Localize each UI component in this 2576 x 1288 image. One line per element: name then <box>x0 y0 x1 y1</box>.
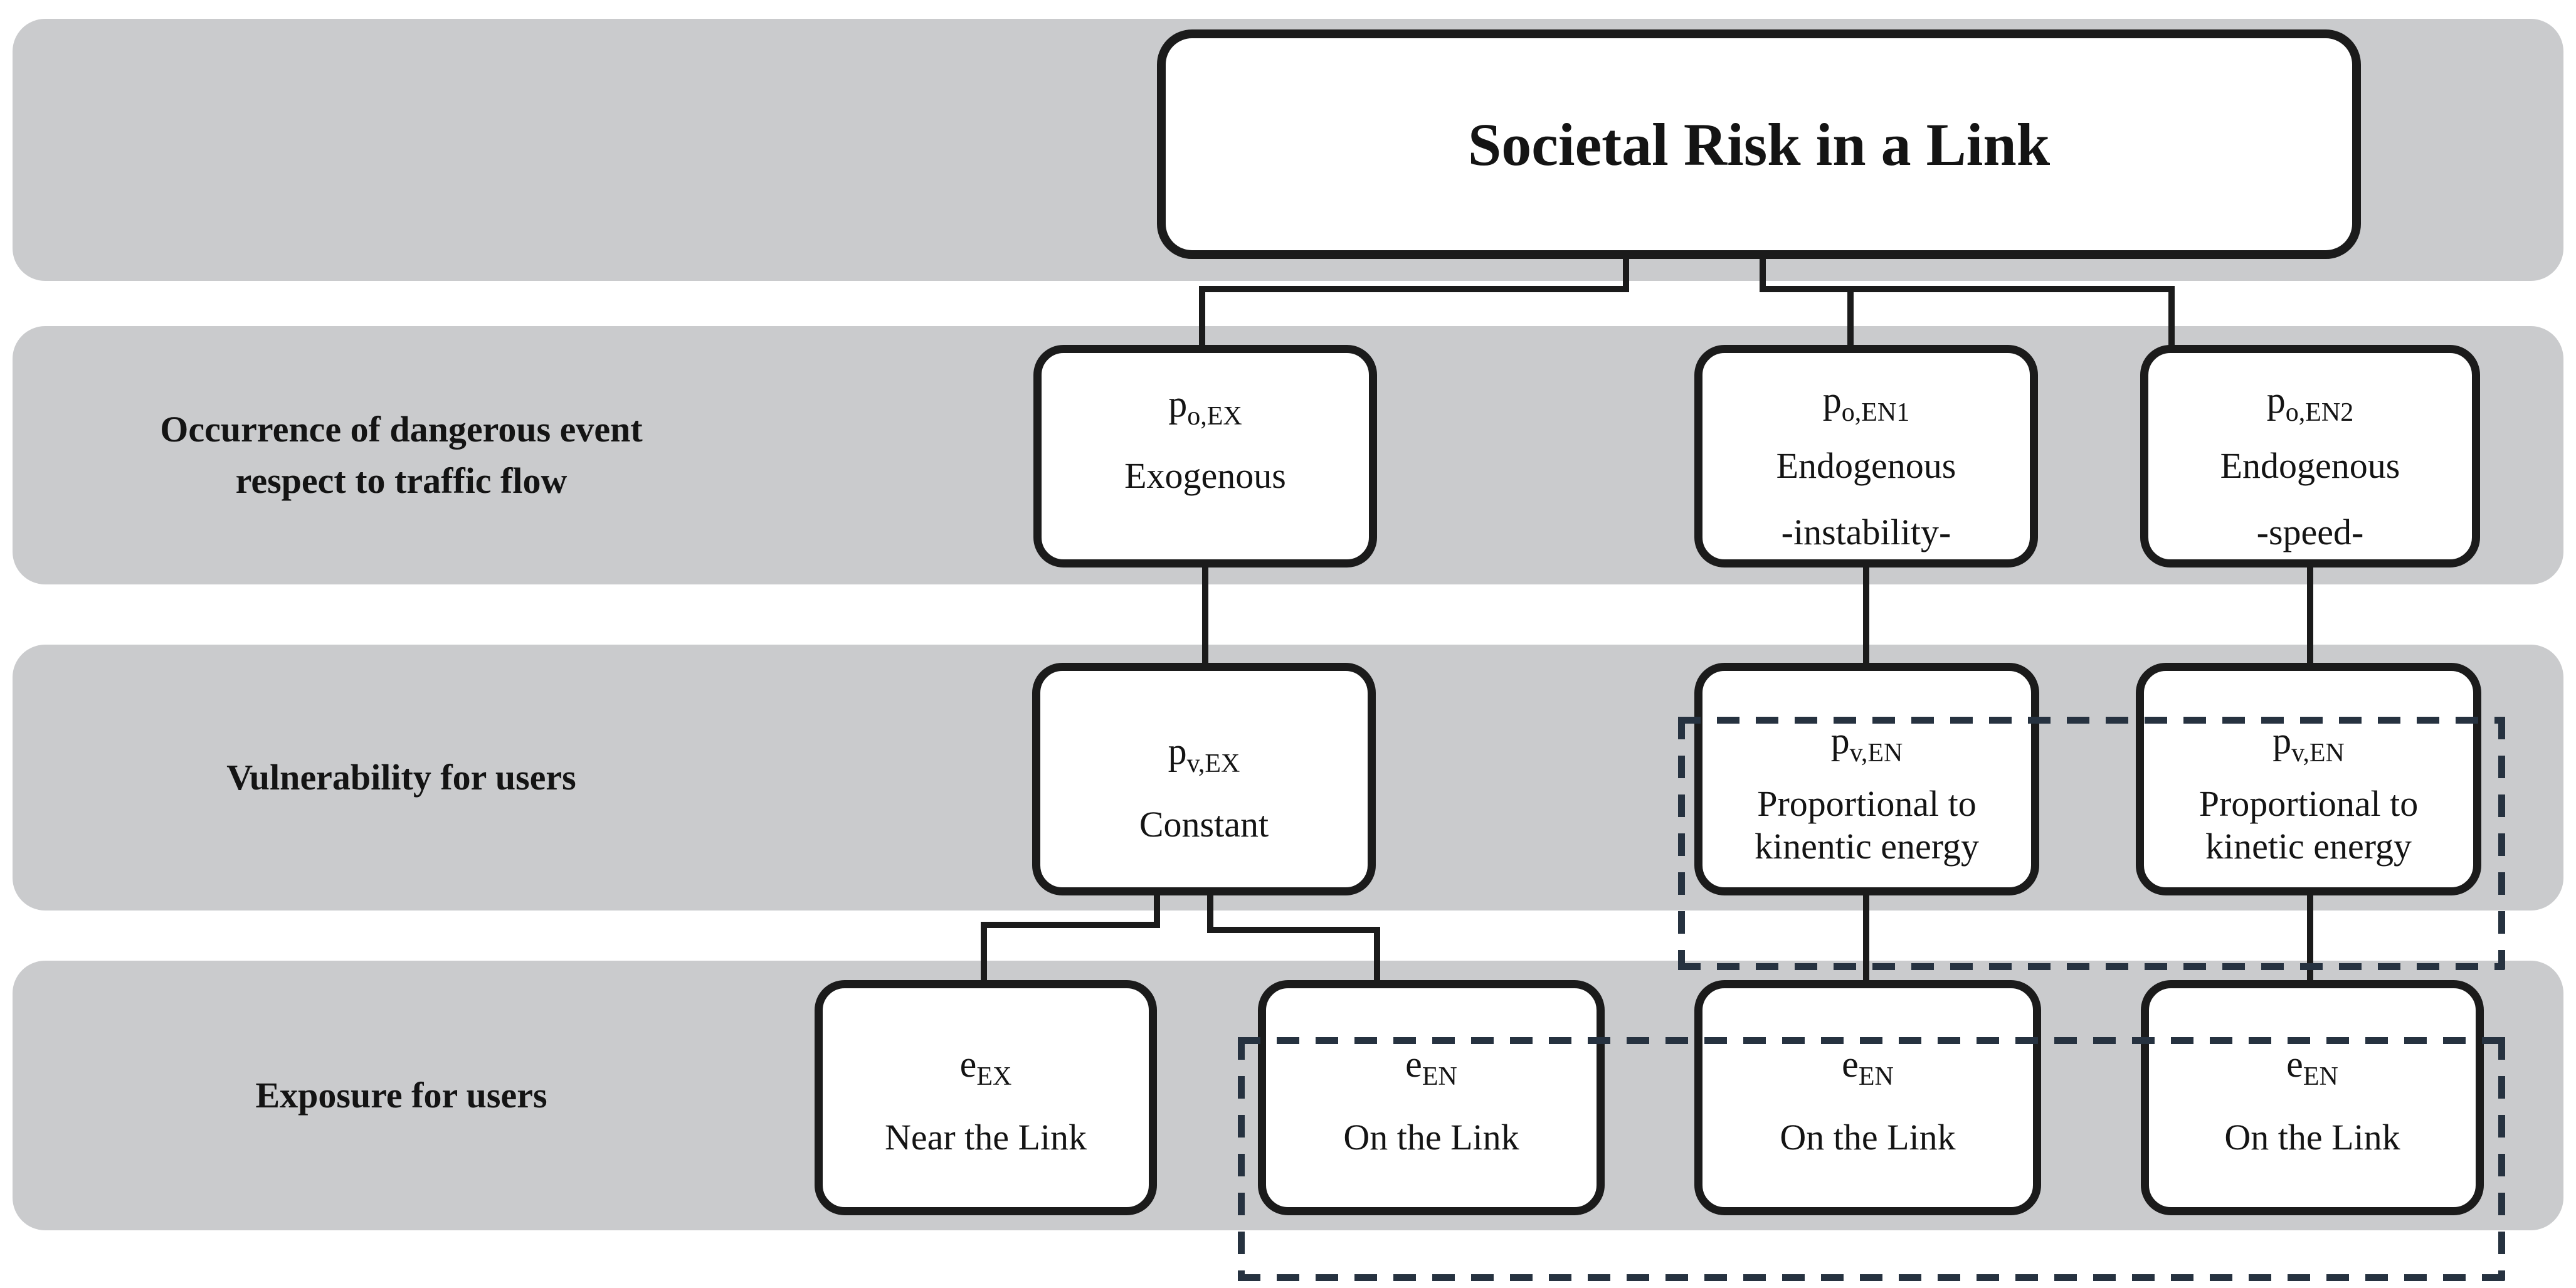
node-occurrence-endogenous-speed: po,EN2 Endogenous -speed- <box>2140 345 2480 567</box>
symbol-e-en-1: eEN <box>1405 1043 1457 1091</box>
row-label-occurrence: Occurrence of dangerous event respect to… <box>13 326 790 584</box>
node-exposure-on-the-link-2: eEN On the Link <box>1694 980 2041 1215</box>
connector-vul-en1-to-exp-en2 <box>1863 893 1869 983</box>
connector-vul-ex-hline-left <box>981 922 1160 928</box>
dashed-group-vulnerability-en-left <box>1678 717 1685 969</box>
dashed-group-vulnerability-en-top <box>1678 717 2505 724</box>
node-label: Proportional to <box>2199 783 2419 824</box>
row-label-vulnerability: Vulnerability for users <box>13 645 790 911</box>
connector-title-stub-right <box>1760 255 1766 292</box>
node-label: Endogenous <box>1776 445 1956 486</box>
node-sublabel: kinetic energy <box>2205 826 2412 867</box>
node-label: Endogenous <box>2220 445 2400 486</box>
node-label: On the Link <box>2224 1117 2400 1158</box>
row-label-occurrence-line2: respect to traffic flow <box>235 460 567 501</box>
connector-drop-near-the-link <box>981 922 987 983</box>
node-exposure-on-the-link-1: eEN On the Link <box>1258 980 1605 1215</box>
dashed-group-exposure-en-top <box>1238 1037 2505 1044</box>
connector-drop-exogenous <box>1199 286 1205 349</box>
dashed-group-exposure-en-left <box>1238 1037 1245 1280</box>
dashed-group-vulnerability-en-bottom <box>1678 963 2505 970</box>
node-societal-risk: Societal Risk in a Link <box>1157 29 2361 259</box>
symbol-p-v-ex: pv,EX <box>1168 731 1240 778</box>
node-label: Constant <box>1139 804 1269 845</box>
connector-vul-ex-stub-right <box>1207 893 1213 933</box>
page-title: Societal Risk in a Link <box>1467 110 2051 178</box>
row-label-exposure: Exposure for users <box>13 961 790 1230</box>
node-exposure-on-the-link-3: eEN On the Link <box>2141 980 2484 1215</box>
connector-occ-ex-to-vul-ex <box>1202 564 1208 666</box>
node-exposure-near-the-link: eEX Near the Link <box>815 980 1157 1215</box>
symbol-p-o-en2: po,EN2 <box>2266 379 2354 427</box>
symbol-p-o-ex: po,EX <box>1168 383 1242 431</box>
node-label-group: Proportional to kinentic energy <box>1755 783 1979 868</box>
symbol-p-v-en2: pv,EN <box>2272 720 2345 768</box>
symbol-p-o-en1: po,EN1 <box>1822 379 1910 427</box>
connector-drop-endogenous1 <box>1847 286 1854 349</box>
node-vulnerability-kinetic: pv,EN Proportional to kinetic energy <box>2136 663 2481 895</box>
node-vulnerability-constant: pv,EX Constant <box>1032 663 1376 895</box>
node-label: Exogenous <box>1124 455 1286 496</box>
connector-title-stub-left <box>1623 255 1629 292</box>
node-label: Proportional to <box>1757 783 1977 824</box>
node-sublabel: -speed- <box>2256 512 2364 553</box>
node-label: On the Link <box>1780 1117 1956 1158</box>
node-label-group: Proportional to kinetic energy <box>2199 783 2419 868</box>
connector-occ-en1-to-vul-en1 <box>1863 564 1869 666</box>
symbol-e-en-2: eEN <box>1842 1043 1894 1091</box>
node-sublabel: kinentic energy <box>1754 826 1980 867</box>
connector-vul-en2-to-exp-en3 <box>2307 893 2313 983</box>
connector-vul-ex-stub-left <box>1154 893 1160 928</box>
node-occurrence-endogenous-instability: po,EN1 Endogenous -instability- <box>1694 345 2038 567</box>
connector-title-hline-right <box>1760 286 2175 292</box>
node-sublabel: -instability- <box>1781 512 1951 553</box>
dashed-group-vulnerability-en-right <box>2498 717 2505 969</box>
row-label-occurrence-line1: Occurrence of dangerous event <box>160 408 643 450</box>
connector-drop-endogenous2 <box>2168 286 2175 349</box>
node-label: On the Link <box>1343 1117 1519 1158</box>
node-occurrence-exogenous: po,EX Exogenous <box>1033 345 1377 567</box>
symbol-e-en-3: eEN <box>2286 1043 2338 1091</box>
node-vulnerability-kinentic: pv,EN Proportional to kinentic energy <box>1694 663 2039 895</box>
dashed-group-exposure-en-right <box>2498 1037 2505 1280</box>
dashed-group-exposure-en-bottom <box>1238 1274 2505 1281</box>
node-label: Near the Link <box>884 1117 1087 1158</box>
symbol-p-v-en1: pv,EN <box>1830 720 1903 768</box>
connector-title-hline-left <box>1199 286 1629 292</box>
connector-vul-ex-hline-right <box>1207 927 1380 933</box>
row-label-exposure-line1: Exposure for users <box>255 1074 547 1116</box>
symbol-e-ex: eEX <box>959 1043 1012 1091</box>
connector-drop-on-the-link-1 <box>1374 927 1380 983</box>
row-label-vulnerability-line1: Vulnerability for users <box>226 756 576 798</box>
connector-occ-en2-to-vul-en2 <box>2307 564 2313 666</box>
